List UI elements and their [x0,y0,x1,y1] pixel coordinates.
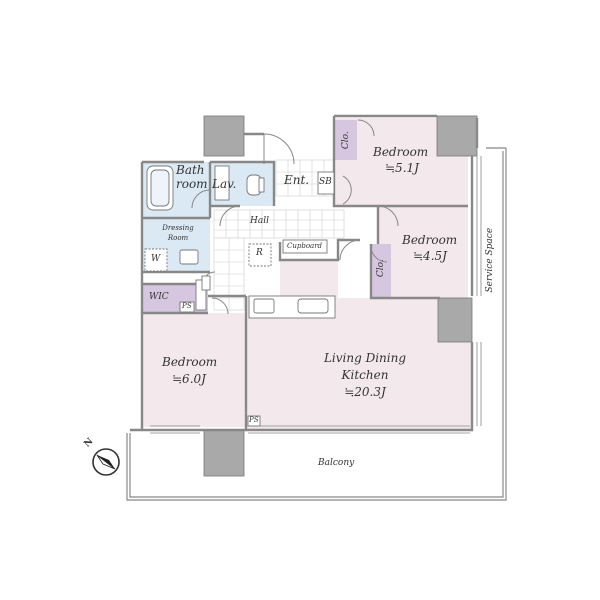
closet-1-label: Clo. [340,131,351,150]
shoe-box-label: SB [319,177,332,187]
bedroom-2-label: Bedroom [402,233,458,247]
refrigerator-label: R [256,248,263,258]
washbasin-icon [214,165,230,201]
closet-2-label: Clo. [375,259,386,278]
bedroom-2-size: ≒4.5J [413,249,447,263]
hall-label: Hall [250,216,269,226]
bedroom-3-area [142,313,246,427]
bedroom-1-label: Bedroom [373,145,429,159]
shelf-2-icon [201,275,211,291]
pillar-top-left [203,115,245,157]
bedroom-2-area [378,206,468,308]
pillars [203,115,478,477]
ps-box-2-icon [247,415,261,427]
washer-icon [144,248,168,272]
dressing-label-line1: Dressing [162,224,194,232]
shelf-1-icon [195,279,207,311]
entrance-label: Ent. [284,173,310,187]
ldk-size: ≒20.3J [344,385,386,399]
door-swings [191,119,399,315]
balcony-outline [126,147,507,501]
hall-tile-grid [213,159,345,311]
lavatory-label: Lav. [212,177,237,191]
cupboard-label: Cupboard [287,242,323,250]
bathroom-label-line2: room [176,177,208,191]
service-space-label: Service Space [484,227,495,293]
shoe-box-icon [317,171,335,195]
ps-2-label: PS [249,416,259,424]
ps-box-1-icon [179,301,195,313]
ps-1-label: PS [182,302,192,310]
north-compass-icon [92,448,120,476]
closet-1-area [335,120,357,160]
fixtures [144,165,336,427]
ldk-label-line1: Living Dining [323,351,407,365]
wic-label: WIC [149,292,169,302]
washer-label: W [151,254,161,264]
bedroom-3-size: ≒6.0J [172,372,206,386]
walls [130,114,479,432]
dressing-sink-icon [179,249,199,265]
bedroom-1-size: ≒5.1J [385,161,419,175]
pillar-bottom [203,429,245,477]
pillar-mid-right [437,297,473,343]
pillar-top-right [436,115,478,157]
bathroom-label-line1: Bath [176,163,205,177]
ldk-label-line2: Kitchen [341,368,389,382]
windows [150,156,482,434]
cupboard-icon [282,239,328,254]
refrigerator-icon [248,243,272,267]
bedroom-3-label: Bedroom [162,355,218,369]
dressing-label-line2: Room [167,234,189,242]
balcony-label: Balcony [318,458,355,468]
